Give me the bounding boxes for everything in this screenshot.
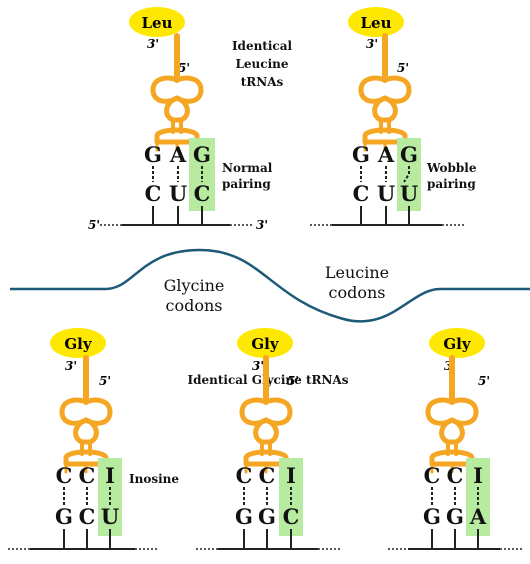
anticodon-base: I bbox=[473, 463, 483, 488]
svg-text:Identical: Identical bbox=[232, 39, 293, 53]
glycine-codons-label: Glycine codons bbox=[164, 276, 225, 315]
wobble-highlight bbox=[189, 138, 215, 211]
codon-base: G bbox=[258, 504, 276, 529]
svg-text:codons: codons bbox=[329, 283, 386, 302]
five-prime-label: 5' bbox=[99, 374, 111, 388]
amino-acid-label: Leu bbox=[361, 14, 392, 32]
svg-text:tRNAs: tRNAs bbox=[241, 75, 284, 89]
codon-base: C bbox=[79, 504, 96, 529]
amino-acid-label: Gly bbox=[443, 335, 472, 353]
anticodon-base: G bbox=[193, 142, 211, 167]
anticodon-base: C bbox=[424, 463, 441, 488]
codon-base: C bbox=[353, 181, 370, 206]
anticodon-base: G bbox=[144, 142, 162, 167]
pairing-label: pairing bbox=[427, 177, 476, 191]
anticodon-base: C bbox=[447, 463, 464, 488]
amino-acid-label: Leu bbox=[142, 14, 173, 32]
bottom-panel-2: Gly 3' 5' C C I G G C bbox=[196, 328, 342, 550]
gly-badge bbox=[429, 328, 485, 358]
amino-acid-label: Gly bbox=[251, 335, 280, 353]
gly-badge bbox=[50, 328, 106, 358]
codon-base: A bbox=[469, 504, 487, 529]
anticodon-base: A bbox=[169, 142, 187, 167]
five-prime-label: 5' bbox=[287, 374, 299, 388]
pairing-label: pairing bbox=[222, 177, 271, 191]
svg-text:Glycine: Glycine bbox=[164, 276, 225, 295]
amino-acid-label: Gly bbox=[64, 335, 93, 353]
five-prime-label: 5' bbox=[478, 374, 490, 388]
top-panel-normal: Leu 3' 5' G A G C U C Normal pairing 5' … bbox=[88, 7, 273, 232]
identical-leucine-label: Identical Leucine tRNAs bbox=[232, 39, 293, 89]
codon-base: C bbox=[283, 504, 300, 529]
anticodon-base: G bbox=[400, 142, 418, 167]
anticodon-base: A bbox=[377, 142, 395, 167]
anticodon-base: C bbox=[236, 463, 253, 488]
wobble-highlight bbox=[397, 138, 421, 211]
bottom-panel-1: Gly 3' 5' C C I G C U Inosine bbox=[8, 328, 179, 550]
pairing-label: Wobble bbox=[426, 161, 477, 175]
codon-base: C bbox=[194, 181, 211, 206]
three-prime-label: 3' bbox=[65, 359, 77, 373]
anticodon-base: G bbox=[352, 142, 370, 167]
codon-base: U bbox=[169, 181, 187, 206]
anticodon-base: C bbox=[79, 463, 96, 488]
leucine-codons-label: Leucine codons bbox=[325, 263, 389, 302]
inosine-label: Inosine bbox=[129, 472, 179, 486]
codon-base: G bbox=[446, 504, 464, 529]
gly-badge bbox=[237, 328, 293, 358]
codon-base: G bbox=[235, 504, 253, 529]
three-prime-label: 3' bbox=[252, 359, 264, 373]
anticodon-base: C bbox=[56, 463, 73, 488]
codon-base: C bbox=[145, 181, 162, 206]
leu-badge bbox=[348, 7, 404, 37]
anticodon-base: C bbox=[259, 463, 276, 488]
codon-base: U bbox=[400, 181, 418, 206]
mrna-three-prime: 3' bbox=[256, 218, 268, 232]
five-prime-label: 5' bbox=[397, 61, 409, 75]
five-prime-label: 5' bbox=[178, 61, 190, 75]
svg-text:Leucine: Leucine bbox=[235, 57, 288, 71]
three-prime-label: 3' bbox=[147, 37, 159, 51]
pairing-label: Normal bbox=[222, 161, 273, 175]
svg-text:Leucine: Leucine bbox=[325, 263, 389, 282]
bottom-panel-3: Gly 3' 5' C C I G G A bbox=[388, 328, 524, 550]
leu-badge bbox=[129, 7, 185, 37]
mrna-five-prime: 5' bbox=[88, 218, 100, 232]
svg-text:codons: codons bbox=[166, 296, 223, 315]
anticodon-base: I bbox=[286, 463, 296, 488]
codon-base: G bbox=[55, 504, 73, 529]
codon-base: U bbox=[101, 504, 119, 529]
codon-base: G bbox=[423, 504, 441, 529]
anticodon-base: I bbox=[105, 463, 115, 488]
codon-base: U bbox=[377, 181, 395, 206]
top-panel-wobble: Leu 3' 5' G A G C U U Wobble pairing bbox=[310, 7, 477, 226]
three-prime-label: 3' bbox=[366, 37, 378, 51]
codon-group-divider bbox=[10, 248, 530, 323]
